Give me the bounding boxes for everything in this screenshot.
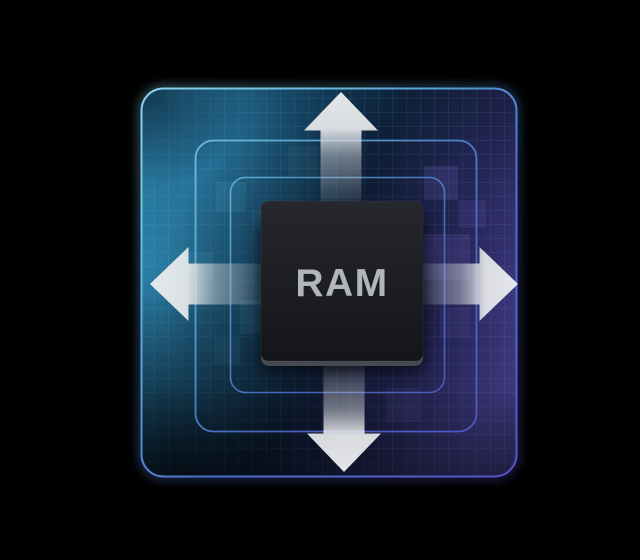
- ram-chip: RAM: [259, 200, 425, 372]
- arrow-right-icon: [418, 247, 518, 321]
- arrow-down-icon: [307, 358, 381, 472]
- arrow-up-icon: [304, 92, 378, 206]
- expansion-arrows: [150, 92, 518, 472]
- frame-outer: [140, 87, 518, 478]
- chip-body: [260, 200, 424, 362]
- chip-label: RAM: [295, 262, 388, 305]
- arrow-left-icon: [150, 247, 266, 321]
